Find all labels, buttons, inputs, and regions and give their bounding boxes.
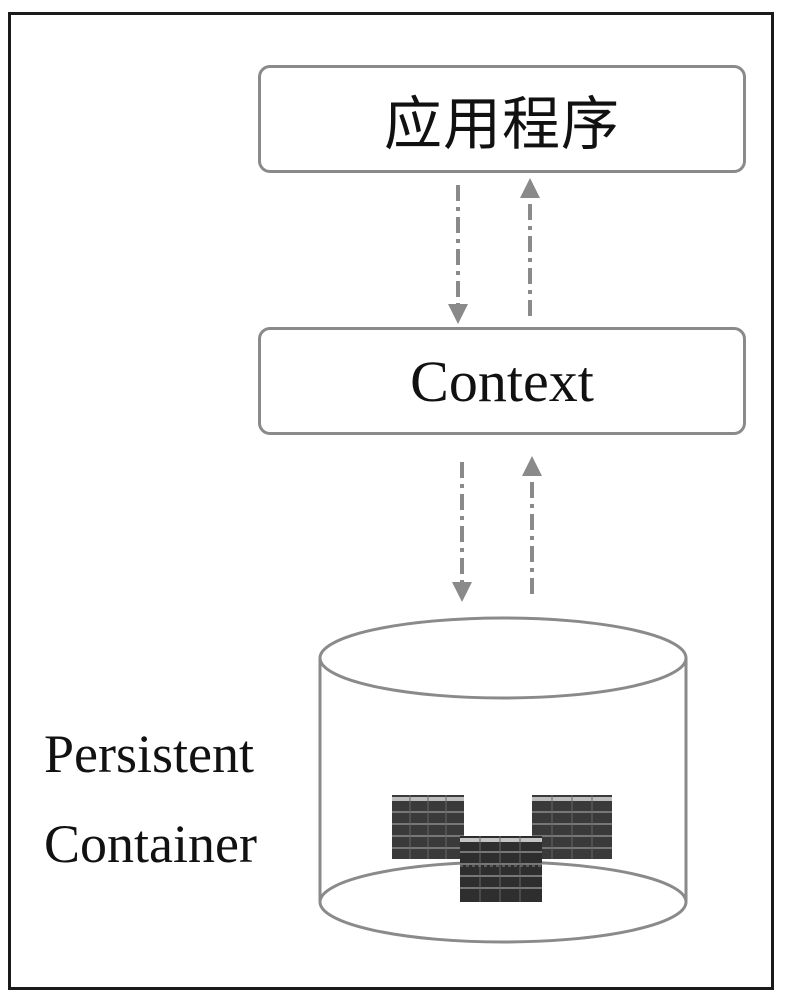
application-box: 应用程序 <box>258 65 746 173</box>
container-label-line2: Container <box>44 814 257 874</box>
context-label: Context <box>410 348 594 414</box>
data-tables-icon <box>392 795 612 902</box>
table-right-icon <box>532 795 612 859</box>
table-left-icon <box>392 795 464 859</box>
context-box: Context <box>258 327 746 435</box>
diagram-frame <box>8 12 774 990</box>
application-label: 应用程序 <box>383 90 620 158</box>
database-cylinder <box>318 616 688 944</box>
table-center-icon <box>460 836 542 902</box>
container-label-line1: Persistent <box>44 724 254 784</box>
